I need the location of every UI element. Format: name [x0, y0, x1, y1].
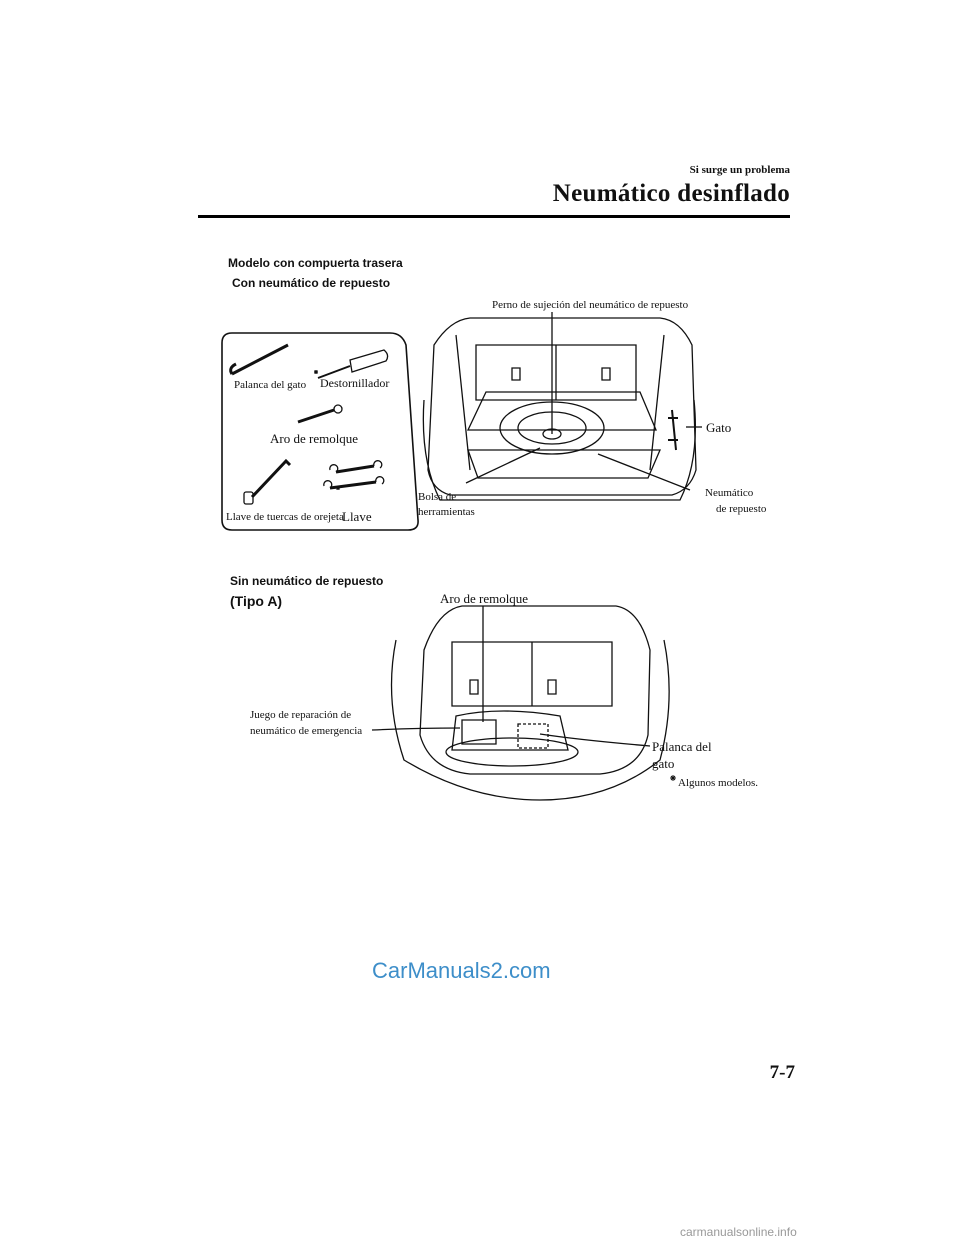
tool-panel — [221, 332, 419, 531]
tool-label-lug-wrench: Llave de tuercas de orejeta — [226, 511, 344, 523]
callout-jack-lever-1: Palanca del — [652, 739, 712, 754]
callout-jack-lever-2: gato — [652, 756, 675, 771]
callout-tool-bag-2: herramientas — [418, 506, 475, 518]
callout-jack: Gato — [706, 420, 732, 435]
with-spare-heading: Con neumático de repuesto — [232, 276, 391, 290]
callout-repair-kit-2: neumático de emergencia — [250, 725, 363, 737]
header-rule — [198, 215, 790, 218]
page-title: Neumático desinflado — [552, 180, 790, 207]
car-rear-no-spare — [371, 605, 676, 801]
callout-spare-tire-2: de repuesto — [716, 503, 767, 515]
footnote: Algunos modelos. — [678, 777, 759, 789]
callout-tow-hook: Aro de remolque — [440, 591, 529, 606]
watermark: CarManuals2.com — [372, 958, 551, 983]
car-rear-with-spare — [422, 312, 702, 501]
tool-label-jack-lever: Palanca del gato — [234, 379, 307, 391]
callout-spare-bolt: Perno de sujeción del neumático de repue… — [492, 299, 689, 311]
page-number: 7-7 — [769, 1062, 795, 1083]
model-heading: Modelo con compuerta trasera — [228, 256, 403, 270]
tool-label-screwdriver: Destornillador — [320, 376, 390, 390]
no-spare-heading: Sin neumático de repuesto — [230, 574, 384, 588]
callout-repair-kit-1: Juego de reparación de — [250, 709, 352, 721]
tool-label-wrench: Llave — [342, 509, 372, 524]
section-label: Si surge un problema — [689, 164, 790, 176]
callout-spare-tire-1: Neumático — [705, 487, 754, 499]
callout-tool-bag-1: Bolsa de — [418, 491, 457, 503]
footer-site: carmanualsonline.info — [680, 1225, 797, 1239]
type-heading: (Tipo A) — [230, 593, 283, 609]
tool-label-tow-hook: Aro de remolque — [270, 431, 359, 446]
